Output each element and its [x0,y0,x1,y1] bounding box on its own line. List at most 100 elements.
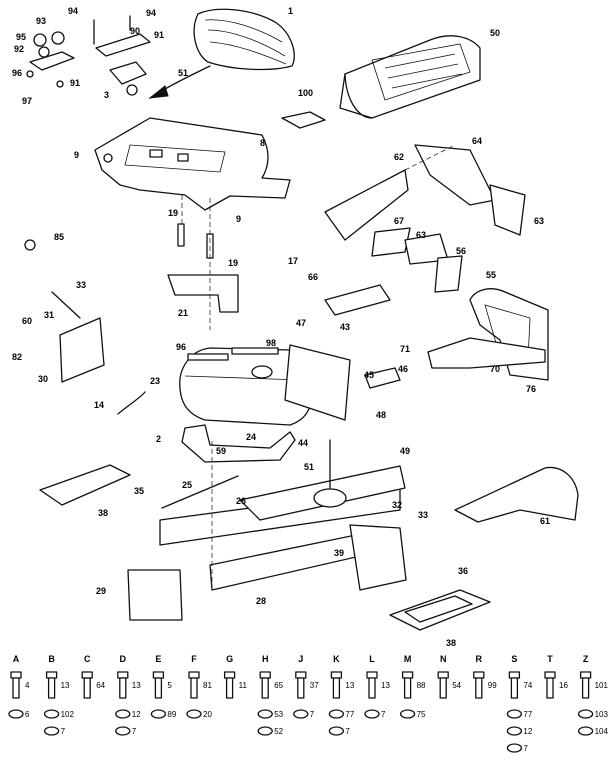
legend-letter: A [13,654,20,664]
callout-70: 70 [490,364,500,374]
legend-part-number: 65 [274,681,283,690]
callout-19: 19 [168,208,178,218]
callout-28: 28 [256,596,266,606]
callout-17: 17 [288,256,298,266]
callout-48: 48 [376,410,386,420]
legend-part-number: 7 [381,710,386,719]
legend-part-number: 64 [96,681,105,690]
callout-94: 94 [68,6,78,16]
seat-spring-hardware [26,15,151,96]
legend-part-number: 7 [345,727,350,736]
callout-38: 38 [98,508,108,518]
callout-23: 23 [150,376,160,386]
callout-50: 50 [490,28,500,38]
legend-letter: M [404,654,412,664]
legend-part-number: 13 [132,681,141,690]
legend-part-number: 12 [132,710,141,719]
callout-62: 62 [394,152,404,162]
callout-90: 90 [130,26,140,36]
callout-56: 56 [456,246,466,256]
legend-letter: L [369,654,375,664]
callout-67: 67 [394,216,404,226]
callout-29: 29 [96,586,106,596]
callout-46: 46 [398,364,408,374]
legend-column-d: D 13 12 7 [115,654,141,736]
legend-part-number: 77 [345,710,354,719]
legend-part-number: 81 [203,681,212,690]
legend-part-number: 75 [417,710,426,719]
callout-38: 38 [446,638,456,648]
callout-82: 82 [12,352,22,362]
callout-9: 9 [74,150,79,160]
legend-part-number: 52 [274,727,283,736]
legend-part-number: 88 [417,681,426,690]
callout-30: 30 [38,374,48,384]
callout-1: 1 [288,6,293,16]
legend-column-g: G11 [223,654,247,699]
callout-36: 36 [458,566,468,576]
callout-45: 45 [364,370,374,380]
callout-91: 91 [154,30,164,40]
legend-part-number: 13 [381,681,390,690]
legend-part-number: 89 [167,710,176,719]
callout-61: 61 [540,516,550,526]
callout-63: 63 [534,216,544,226]
legend-letter: C [84,654,91,664]
callout-94: 94 [146,8,156,18]
legend-part-number: 74 [523,681,532,690]
callout-25: 25 [182,480,192,490]
hood-icon [339,35,481,119]
callout-43: 43 [340,322,350,332]
legend-letter: H [262,654,269,664]
callout-71: 71 [400,344,410,354]
callout-97: 97 [22,96,32,106]
callout-2: 2 [156,434,161,444]
legend-part-number: 7 [132,727,137,736]
legend-part-number: 77 [523,710,532,719]
callout-9: 9 [236,214,241,224]
legend-letter: D [120,654,127,664]
legend-part-number: 5 [167,681,172,690]
dash-panel-icon [94,111,326,211]
callout-91: 91 [70,78,80,88]
legend-part-number: 6 [25,710,30,719]
legend-part-number: 102 [61,710,75,719]
seat-icon [148,8,295,99]
side-skirt [454,466,579,523]
legend-part-number: 7 [61,727,66,736]
legend-column-m: M 88 75 [399,654,426,719]
legend-part-number: 99 [488,681,497,690]
legend-letter: R [476,654,483,664]
callout-96: 96 [176,342,186,352]
callout-64: 64 [472,136,482,146]
callout-47: 47 [296,318,306,328]
callout-85: 85 [54,232,64,242]
callout-21: 21 [178,308,188,318]
callout-96: 96 [12,68,22,78]
callout-63: 63 [416,230,426,240]
mid-brackets [24,239,401,421]
legend-part-number: 54 [452,681,461,690]
legend-letter: Z [583,654,589,664]
callout-51: 51 [178,68,188,78]
legend-part-number: 4 [25,681,30,690]
legend-letter: G [226,654,233,664]
legend-part-number: 7 [523,744,528,753]
callout-93: 93 [36,16,46,26]
callout-59: 59 [216,446,226,456]
legend-column-c: C 64 [81,654,106,699]
legend-letter: N [440,654,447,664]
callout-98: 98 [266,338,276,348]
legend-column-a: A 4 6 [8,654,30,719]
side-panels [324,144,526,293]
legend-column-r: R 99 [473,654,497,699]
callout-33: 33 [76,280,86,290]
frame-icon [159,439,406,591]
legend-column-t: T16 [544,654,568,699]
